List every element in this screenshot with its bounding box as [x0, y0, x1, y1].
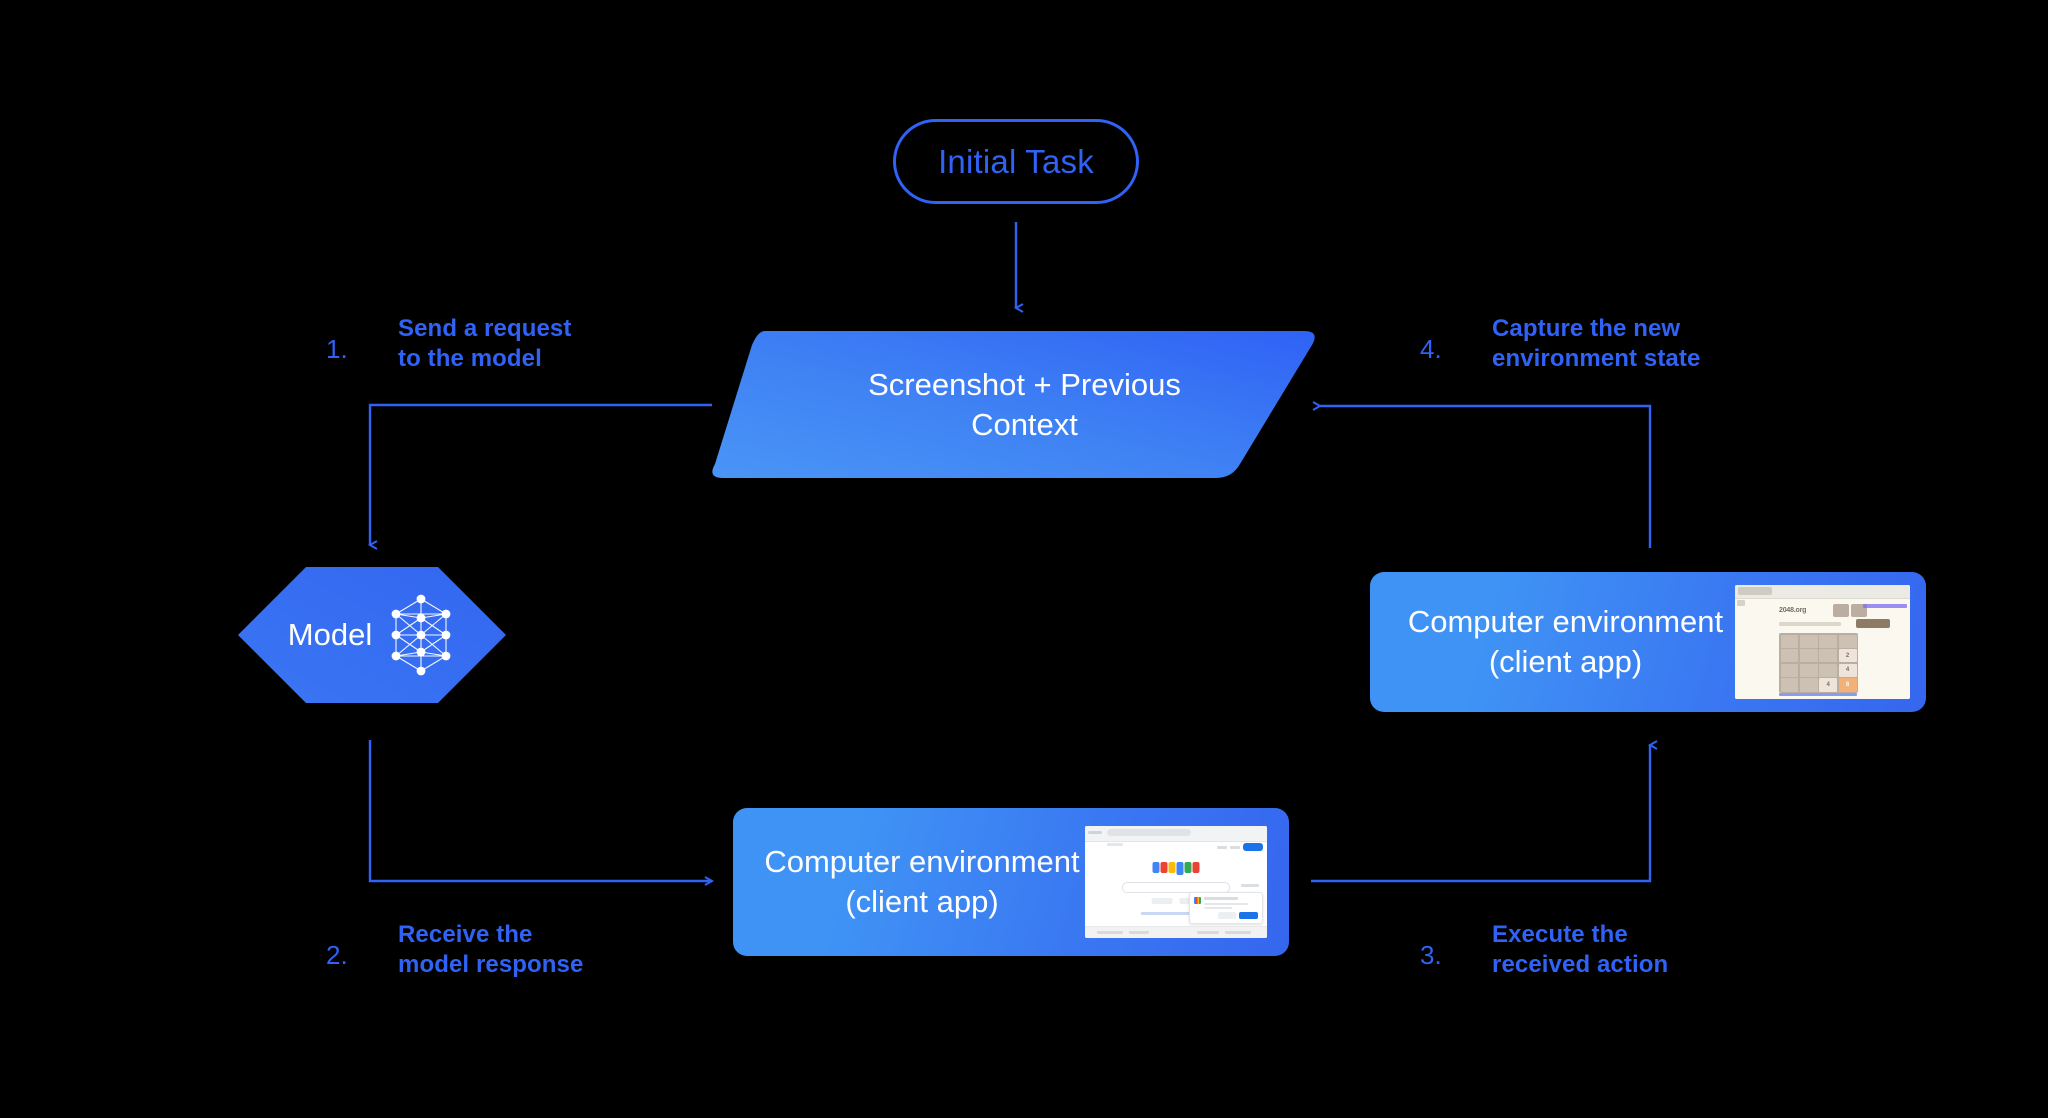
search-input[interactable]: [1122, 882, 1230, 893]
env-right-node[interactable]: Computer environment (client app) 2048.o…: [1370, 572, 1926, 712]
google-logo-letter: [1152, 862, 1160, 873]
env-bottom-node[interactable]: Computer environment (client app): [733, 808, 1289, 956]
game-cell-empty: [1780, 663, 1799, 677]
env-right-label: Computer environment (client app): [1370, 602, 1735, 682]
initial-task-label: Initial Task: [938, 142, 1094, 180]
google-logo-letter: [1168, 862, 1176, 873]
browser-chrome: [1735, 585, 1910, 599]
context-shape: [712, 331, 1315, 478]
env-bottom-label: Computer environment (client app): [733, 842, 1085, 922]
browser-nav-buttons: [1088, 831, 1102, 834]
game-cell-empty: [1799, 663, 1818, 677]
context-label-line2: Context: [971, 406, 1078, 442]
model-label: Model: [287, 617, 373, 652]
browser-toolbar: [1737, 600, 1745, 606]
dialog-text-line-2: [1204, 907, 1232, 909]
step-3-text: Execute the received action: [1492, 920, 1668, 980]
step-4-number: 4.: [1420, 334, 1442, 364]
step-4-line2: environment state: [1492, 345, 1701, 372]
env-right-label-line1: Computer environment: [1407, 604, 1724, 639]
env-bottom-label-line1: Computer environment: [764, 844, 1080, 879]
step-4-line1: Capture the new: [1492, 315, 1681, 342]
env-right-label-line2: (client app): [1488, 644, 1643, 679]
dialog-title: [1204, 897, 1238, 900]
context-label: Screenshot + Previous Context: [707, 331, 1320, 478]
step-1-line1: Send a request: [398, 315, 572, 342]
browser-tab: [1738, 587, 1772, 595]
step-2-line2: model response: [398, 951, 584, 978]
google-logo-letter: [1176, 862, 1184, 875]
consent-dialog[interactable]: [1189, 892, 1263, 924]
step-1-text: Send a request to the model: [398, 314, 571, 374]
game-cell-empty: [1838, 634, 1857, 648]
step-4-text: Capture the new environment state: [1492, 314, 1700, 374]
game-cell-empty: [1819, 634, 1838, 648]
step-2-caption: 2. Receive the model response: [326, 916, 686, 996]
game-cell-empty: [1780, 634, 1799, 648]
gmail-link: [1217, 845, 1227, 849]
step-2-line1: Receive the: [398, 921, 533, 948]
page-top-right: [1217, 843, 1263, 851]
google-logo-letter: [1160, 862, 1168, 873]
browser-url-bar[interactable]: [1107, 829, 1191, 836]
model-shape: [238, 567, 506, 703]
sign-in-button[interactable]: [1243, 843, 1263, 851]
step-4-caption: 4. Capture the new environment state: [1420, 310, 1800, 390]
step-1-line2: to the model: [398, 345, 542, 372]
game-cell-empty: [1819, 663, 1838, 677]
game-cell-empty: [1799, 678, 1818, 692]
dialog-primary-button[interactable]: [1239, 912, 1258, 919]
context-label-line1: Screenshot + Previous: [868, 366, 1181, 402]
step-3-caption: 3. Execute the received action: [1420, 916, 1780, 996]
game-cell-empty: [1799, 649, 1818, 663]
step-1-number: 1.: [326, 334, 348, 364]
game-scoreboard: [1833, 604, 1867, 617]
search-icons: [1241, 884, 1259, 887]
game-tile: 2: [1838, 649, 1857, 663]
game-tile: 4: [1819, 678, 1838, 692]
arrow-3-env-bottom-to-env-right: [1311, 740, 1658, 883]
game-cell-empty: [1819, 649, 1838, 663]
env-bottom-thumbnail: [1085, 826, 1267, 938]
dialog-icon: [1194, 897, 1201, 904]
game-subtitle: [1779, 622, 1841, 626]
step-3-line2: received action: [1492, 951, 1669, 978]
dialog-secondary-button[interactable]: [1218, 912, 1236, 919]
google-logo-icon: [1152, 862, 1200, 875]
game-cell-empty: [1780, 649, 1799, 663]
neural-network-icon: [391, 594, 451, 676]
dialog-text-line-1: [1204, 903, 1248, 905]
step-1-caption: 1. Send a request to the model: [326, 310, 686, 390]
initial-task-node[interactable]: Initial Task: [893, 119, 1139, 204]
env-bottom-label-line2: (client app): [845, 884, 999, 919]
score-box: [1833, 604, 1849, 617]
game-cell-empty: [1780, 678, 1799, 692]
google-logo-letter: [1192, 862, 1200, 873]
new-game-button[interactable]: [1856, 619, 1890, 628]
page-nav-links: [1107, 843, 1123, 846]
browser-chrome: [1085, 826, 1267, 842]
step-2-number: 2.: [326, 940, 348, 970]
context-node[interactable]: Screenshot + Previous Context: [707, 331, 1320, 478]
step-3-number: 3.: [1420, 940, 1442, 970]
header-links: [1863, 604, 1907, 608]
game-cell-empty: [1799, 634, 1818, 648]
arrow-4-env-right-to-context: [1312, 401, 1652, 548]
page-footer: [1085, 926, 1267, 938]
model-node[interactable]: Model: [238, 567, 506, 703]
google-logo-letter: [1184, 862, 1192, 873]
step-3-line1: Execute the: [1492, 921, 1628, 948]
game-footer-links: [1779, 693, 1857, 696]
arrow-2-model-to-env-bottom: [368, 740, 715, 886]
language-options: [1141, 912, 1211, 915]
arrow-1-context-to-model: [367, 403, 712, 550]
step-2-text: Receive the model response: [398, 920, 583, 980]
images-link: [1230, 845, 1240, 849]
game-title: 2048.org: [1779, 607, 1807, 614]
game-tile: 8: [1838, 678, 1857, 692]
game-tile: 4: [1838, 663, 1857, 677]
